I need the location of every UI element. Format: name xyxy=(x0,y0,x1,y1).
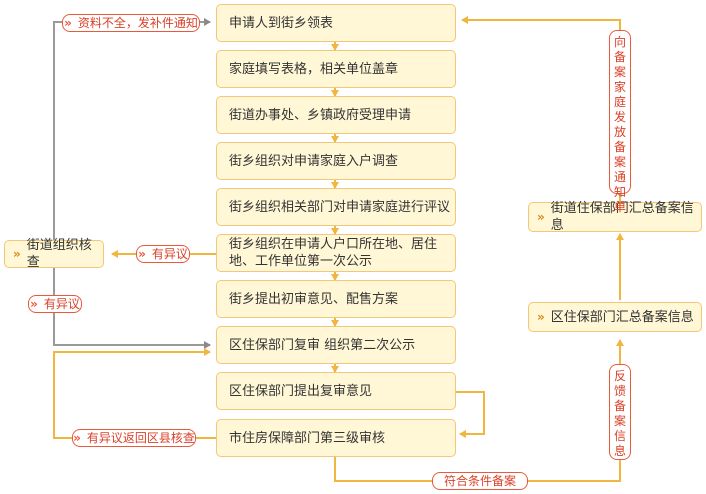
step-7: 街乡提出初审意见、配售方案 xyxy=(216,280,456,318)
step-1: 申请人到街乡领表 xyxy=(216,4,456,42)
district-summary-label: 区住保部门汇总备案信息 xyxy=(550,309,694,325)
incomplete-label: »资料不全，发补件通知 xyxy=(62,14,200,32)
chevron-right-icon: » xyxy=(138,247,146,261)
chevron-right-icon: » xyxy=(30,297,38,311)
objection-label-1: »有异议 xyxy=(136,245,190,263)
step-10: 市住房保障部门第三级审核 xyxy=(216,419,456,457)
step-5: 街乡组织相关部门对申请家庭进行评议 xyxy=(216,188,456,226)
district-summary-box: » 区住保部门汇总备案信息 xyxy=(528,302,702,332)
left-check-box: » 街道组织核查 xyxy=(4,238,104,270)
chevron-right-icon: » xyxy=(13,246,21,261)
objection-line-2 xyxy=(53,268,211,349)
notify-label: 向备案家庭发放备案通知单 xyxy=(609,30,631,214)
street-summary-label: 街道住保部门汇总备案信息 xyxy=(550,201,694,233)
objection-label-2: »有异议 xyxy=(28,295,82,313)
chevron-right-icon: » xyxy=(537,209,545,224)
objection-return-line xyxy=(53,348,216,439)
loop-arrow xyxy=(455,391,485,438)
step-9: 区住保部门提出复审意见 xyxy=(216,372,456,410)
step-8: 区住保部门复审 组织第二次公示 xyxy=(216,326,456,364)
objection-return-label: »有异议返回区县核查 xyxy=(72,429,196,447)
step-4: 街乡组织对申请家庭入户调查 xyxy=(216,142,456,180)
chevron-right-icon: » xyxy=(73,431,81,445)
notify-line xyxy=(461,16,621,202)
step-3: 街道办事处、乡镇政府受理申请 xyxy=(216,96,456,134)
step-2: 家庭填写表格，相关单位盖章 xyxy=(216,50,456,88)
chevron-right-icon: » xyxy=(537,309,545,324)
qualified-record-label: 符合条件备案 xyxy=(432,472,528,490)
step-6: 街乡组织在申请人户口所在地、居住地、工作单位第一次公示 xyxy=(216,234,456,272)
feedback-label: 反馈备案信息 xyxy=(609,364,631,460)
street-summary-box: » 街道住保部门汇总备案信息 xyxy=(528,201,702,233)
left-check-label: 街道组织核查 xyxy=(26,238,92,270)
incomplete-line xyxy=(53,18,211,240)
chevron-right-icon: » xyxy=(64,16,72,30)
